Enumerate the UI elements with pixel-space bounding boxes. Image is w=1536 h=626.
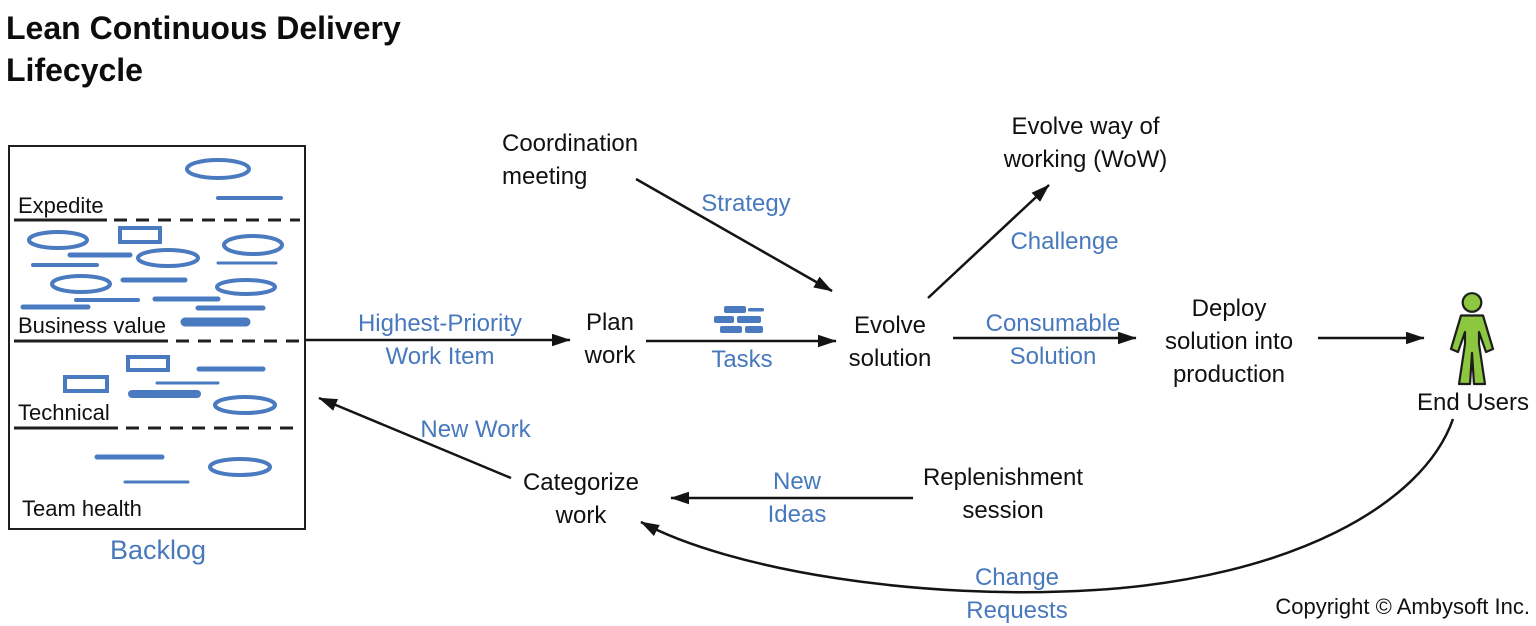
label-challenge: Challenge xyxy=(1010,228,1119,255)
node-replenishment-session: Replenishment session xyxy=(922,464,1084,525)
backlog-section-expedite: Expedite xyxy=(18,193,104,218)
backlog-section-technical: Technical xyxy=(18,400,110,425)
label-highest-priority-work-item: Highest-Priority Work Item xyxy=(357,310,523,371)
task-cards-icon xyxy=(714,306,764,333)
backlog-section-team-health: Team health xyxy=(22,496,142,521)
label-strategy: Strategy xyxy=(701,190,791,217)
label-new-work: New Work xyxy=(420,416,531,443)
node-plan-work: Plan work xyxy=(584,309,636,370)
label-change-requests: Change Requests xyxy=(966,564,1068,625)
node-end-users: End Users xyxy=(1416,389,1530,416)
node-evolve-way-of-working: Evolve way of working (WoW) xyxy=(1003,113,1168,174)
node-evolve-solution: Evolve solution xyxy=(848,312,932,373)
label-tasks: Tasks xyxy=(711,346,773,373)
backlog-box: Expedite Business value Technical Team h… xyxy=(8,145,306,530)
node-coordination-meeting: Coordination meeting xyxy=(502,130,639,191)
label-new-ideas: New Ideas xyxy=(767,468,827,529)
backlog-items-illustration xyxy=(14,158,300,484)
label-consumable-solution: Consumable Solution xyxy=(985,310,1121,371)
copyright-text: Copyright © Ambysoft Inc. xyxy=(1275,594,1530,619)
page-title: Lean Continuous Delivery Lifecycle xyxy=(6,10,401,88)
backlog-section-business-value: Business value xyxy=(18,313,166,338)
backlog-caption: Backlog xyxy=(109,535,207,565)
person-icon xyxy=(1449,292,1495,386)
node-categorize-work: Categorize work xyxy=(522,469,640,530)
node-deploy-solution: Deploy solution into production xyxy=(1164,295,1294,389)
